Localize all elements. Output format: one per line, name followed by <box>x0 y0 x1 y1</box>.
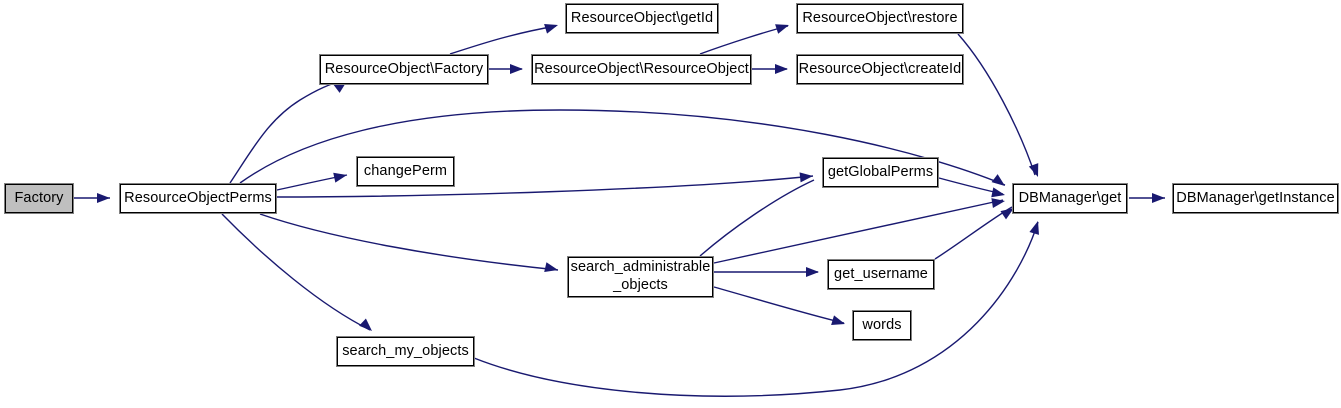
graph-node-ro_createid[interactable]: ResourceObject\createId <box>796 54 964 85</box>
graph-node-label: ResourceObject\Factory <box>324 60 484 77</box>
graph-node-search_admin[interactable]: search_administrable _objects <box>567 256 714 298</box>
graph-node-resourceobjectperms[interactable]: ResourceObjectPerms <box>119 183 277 214</box>
graph-node-getglobalperms[interactable]: getGlobalPerms <box>822 157 939 188</box>
graph-node-label: ResourceObject\ResourceObject <box>534 60 749 77</box>
graph-node-label: words <box>862 316 902 333</box>
graph-node-search_my_objects[interactable]: search_my_objects <box>336 336 475 367</box>
graph-node-label: ResourceObject\getId <box>570 9 714 26</box>
graph-node-label: getGlobalPerms <box>827 163 934 180</box>
graph-node-label: search_my_objects <box>342 342 469 359</box>
graph-node-dbmanager_get[interactable]: DBManager\get <box>1012 183 1128 214</box>
graph-node-ro_restore[interactable]: ResourceObject\restore <box>796 3 964 34</box>
graph-node-label: Factory <box>14 189 64 206</box>
graph-node-label: ResourceObject\restore <box>802 9 958 26</box>
graph-node-label: ResourceObjectPerms <box>124 189 272 206</box>
graph-node-label: changePerm <box>363 162 448 179</box>
graph-node-label: ResourceObject\createId <box>798 60 962 77</box>
graph-node-ro_factory[interactable]: ResourceObject\Factory <box>319 54 489 85</box>
graph-node-changeperm[interactable]: changePerm <box>356 156 455 187</box>
graph-node-label: DBManager\getInstance <box>1176 189 1335 206</box>
graph-node-words[interactable]: words <box>852 310 912 341</box>
graph-node-ro_resourceobject[interactable]: ResourceObject\ResourceObject <box>531 54 752 85</box>
graph-node-label: DBManager\get <box>1018 189 1122 206</box>
graph-node-factory[interactable]: Factory <box>4 183 74 214</box>
graph-node-ro_getid[interactable]: ResourceObject\getId <box>565 3 719 34</box>
graph-node-label: get_username <box>834 265 928 282</box>
graph-node-get_username[interactable]: get_username <box>827 259 935 290</box>
graph-node-dbmanager_getinstance[interactable]: DBManager\getInstance <box>1172 183 1339 214</box>
graph-node-label: search_administrable _objects <box>570 259 711 293</box>
